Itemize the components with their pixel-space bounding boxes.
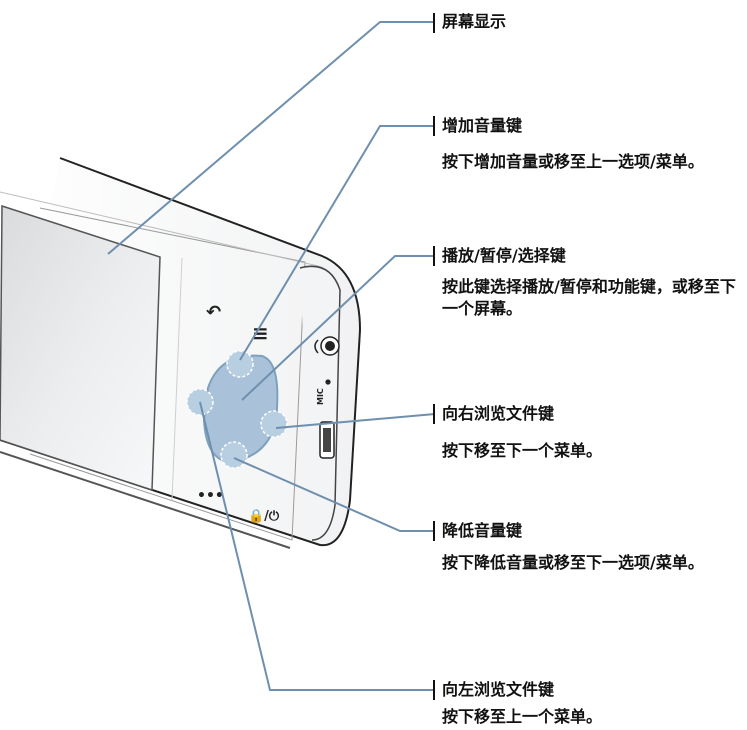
device-diagram: MIC ↶ ≡ ••• 🔒/⏻: [0, 21, 436, 691]
tick-right: [433, 404, 435, 424]
right-key-marker[interactable]: [260, 410, 288, 438]
play-title: 播放/暂停/选择键: [442, 246, 566, 265]
tick-volume-down: [433, 521, 435, 541]
right-key-title: 向右浏览文件键: [442, 404, 555, 423]
tick-screen: [433, 13, 435, 33]
usb-port: [319, 421, 335, 459]
volume-down-title: 降低音量键: [442, 521, 523, 540]
leader-screen: [107, 21, 435, 255]
left-key-title: 向左浏览文件键: [442, 680, 555, 699]
tick-play: [433, 246, 435, 266]
volume-up-desc: 按下增加音量或移至上一选项/菜单。: [442, 152, 704, 171]
lock-power-icon[interactable]: 🔒/⏻: [248, 509, 280, 524]
right-key-desc: 按下移至下一个菜单。: [442, 441, 603, 460]
volume-down-desc: 按下降低音量或移至下一选项/菜单。: [442, 553, 704, 572]
leader-left: [199, 401, 435, 691]
tick-volume-up: [433, 116, 435, 136]
left-key-desc: 按下移至上一个菜单。: [442, 707, 603, 726]
mic-label: MIC: [316, 388, 325, 405]
screen-title: 屏幕显示: [442, 12, 507, 31]
play-desc: 按此键选择播放/暂停和功能键，或移至下一个屏幕。: [442, 277, 736, 318]
volume-down-key-marker[interactable]: [220, 441, 248, 469]
leader-right: [275, 413, 436, 429]
menu-icon[interactable]: ≡: [252, 321, 269, 345]
leader-play: [241, 255, 435, 401]
mic-hole: [325, 379, 331, 385]
screen: [0, 204, 161, 492]
leader-volume-up: [239, 125, 435, 361]
volume-up-title: 增加音量键: [442, 116, 523, 135]
volume-up-key-marker[interactable]: [226, 350, 254, 378]
navigation-pad[interactable]: [186, 350, 288, 469]
tick-left: [433, 680, 435, 700]
back-icon[interactable]: ↶: [206, 302, 221, 323]
headphone-jack: [314, 336, 340, 356]
more-icon[interactable]: •••: [197, 488, 224, 504]
leader-volume-down: [233, 457, 435, 532]
leader-lines: [107, 21, 436, 691]
